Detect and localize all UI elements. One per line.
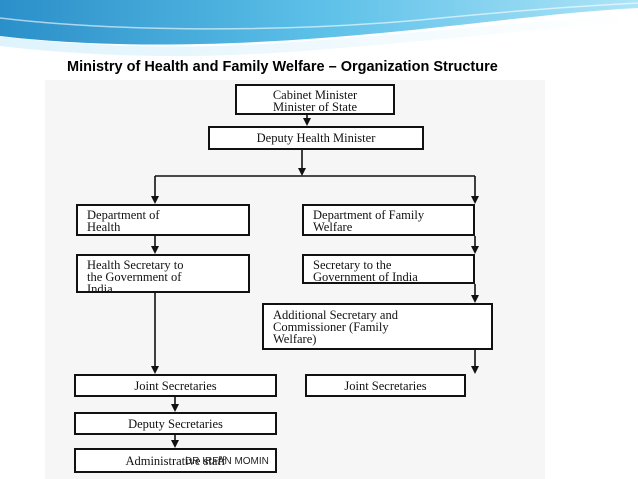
department-of-health-line-2: Health	[87, 220, 121, 234]
org-chart: Cabinet Minister Minister of State Deput…	[45, 80, 545, 479]
deputy-secretaries-box: Deputy Secretaries	[74, 412, 277, 435]
additional-secretary-line-1: Additional Secretary and	[273, 308, 398, 322]
arrowhead	[471, 196, 479, 204]
department-of-family-welfare-box: Department of Family Welfare	[302, 204, 475, 236]
cabinet-minister-box: Cabinet Minister Minister of State	[235, 84, 395, 115]
arrowhead	[303, 118, 311, 126]
arrowhead	[171, 404, 179, 412]
department-of-family-welfare-line-2: Welfare	[313, 220, 353, 234]
additional-secretary-box: Additional Secretary and Commissioner (F…	[262, 303, 493, 350]
department-of-health-line-1: Department of	[87, 208, 160, 222]
arrowhead	[151, 246, 159, 254]
arrowhead	[471, 366, 479, 374]
left-joint-secretaries-label: Joint Secretaries	[134, 379, 217, 393]
health-secretary-line-3: India	[87, 282, 113, 293]
health-secretary-line-2: the Government of	[87, 270, 182, 284]
deputy-health-minister-box: Deputy Health Minister	[208, 126, 424, 150]
administrative-staff-box: Administrative staff	[74, 448, 277, 473]
slide-title: Ministry of Health and Family Welfare – …	[67, 59, 498, 75]
health-secretary-line-1: Health Secretary to	[87, 258, 184, 272]
right-joint-secretaries-box: Joint Secretaries	[305, 374, 466, 397]
additional-secretary-line-3: Welfare)	[273, 332, 317, 346]
administrative-staff-label: Administrative staff	[125, 454, 226, 468]
arrowhead	[471, 246, 479, 254]
secretary-to-government-line-1: Secretary to the	[313, 258, 392, 272]
additional-secretary-line-2: Commissioner (Family	[273, 320, 389, 334]
connector-lines	[151, 115, 479, 448]
arrowhead	[171, 440, 179, 448]
author-credit: DR IRFAN MOMIN	[185, 456, 269, 467]
health-secretary-box: Health Secretary to the Government of In…	[76, 254, 250, 293]
department-of-family-welfare-line-1: Department of Family	[313, 208, 425, 222]
arrowhead	[298, 168, 306, 176]
right-joint-secretaries-label: Joint Secretaries	[344, 379, 427, 393]
secretary-to-government-box: Secretary to the Government of India	[302, 254, 475, 284]
deputy-health-minister-label: Deputy Health Minister	[256, 131, 376, 145]
secretary-to-government-line-2: Government of India	[313, 270, 418, 284]
deputy-secretaries-label: Deputy Secretaries	[128, 417, 223, 431]
left-joint-secretaries-box: Joint Secretaries	[74, 374, 277, 397]
cabinet-minister-line-2: Minister of State	[272, 100, 357, 114]
decorative-banner	[0, 0, 638, 57]
department-of-health-box: Department of Health	[76, 204, 250, 236]
arrowhead	[151, 196, 159, 204]
cabinet-minister-line-1: Cabinet Minister	[272, 88, 358, 102]
arrowhead	[471, 295, 479, 303]
arrowhead	[151, 366, 159, 374]
